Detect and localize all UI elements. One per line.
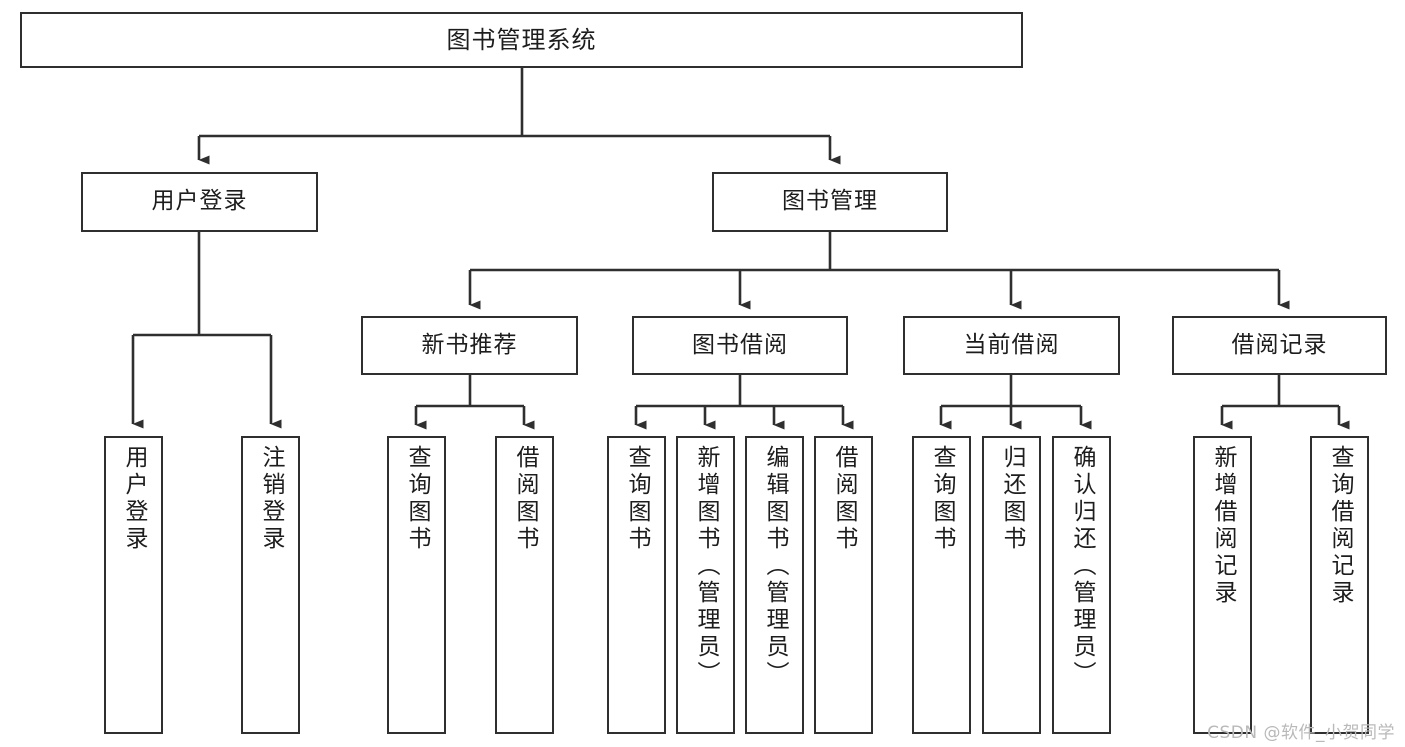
leaf-query-book-2[interactable]: 查询图书 — [607, 436, 666, 734]
leaf-add-book-label: 新增图书（管理员） — [693, 445, 719, 688]
leaf-edit-book-label: 编辑图书（管理员） — [762, 445, 788, 688]
node-book-borrow-label: 图书借阅 — [692, 331, 788, 358]
leaf-query-record-label: 查询借阅记录 — [1327, 445, 1353, 607]
leaf-add-record[interactable]: 新增借阅记录 — [1193, 436, 1252, 734]
node-new-book-recommend-label: 新书推荐 — [421, 331, 518, 358]
leaf-borrow-book-1[interactable]: 借阅图书 — [495, 436, 554, 734]
leaf-query-book-1[interactable]: 查询图书 — [387, 436, 446, 734]
leaf-query-record[interactable]: 查询借阅记录 — [1310, 436, 1369, 734]
leaf-confirm-return[interactable]: 确认归还（管理员） — [1052, 436, 1111, 734]
leaf-query-book-3[interactable]: 查询图书 — [912, 436, 971, 734]
node-book-borrow[interactable]: 图书借阅 — [632, 316, 848, 375]
leaf-borrow-book-2[interactable]: 借阅图书 — [814, 436, 873, 734]
node-book-manage-label: 图书管理 — [782, 188, 878, 215]
node-borrow-record[interactable]: 借阅记录 — [1172, 316, 1387, 375]
leaf-query-book-3-label: 查询图书 — [929, 445, 955, 553]
leaf-add-book[interactable]: 新增图书（管理员） — [676, 436, 735, 734]
leaf-return-book[interactable]: 归还图书 — [982, 436, 1041, 734]
node-root-label: 图书管理系统 — [446, 25, 597, 54]
leaf-borrow-book-1-label: 借阅图书 — [512, 445, 538, 553]
leaf-confirm-return-label: 确认归还（管理员） — [1069, 445, 1095, 688]
node-book-manage[interactable]: 图书管理 — [712, 172, 948, 232]
leaf-add-record-label: 新增借阅记录 — [1210, 445, 1236, 607]
node-root[interactable]: 图书管理系统 — [20, 12, 1023, 68]
leaf-borrow-book-2-label: 借阅图书 — [831, 445, 857, 553]
leaf-query-book-2-label: 查询图书 — [624, 445, 650, 553]
leaf-logout[interactable]: 注销登录 — [241, 436, 300, 734]
node-user-login-label: 用户登录 — [151, 188, 248, 215]
leaf-login-label: 用户登录 — [121, 445, 147, 553]
leaf-query-book-1-label: 查询图书 — [404, 445, 430, 553]
leaf-login[interactable]: 用户登录 — [104, 436, 163, 734]
node-new-book-recommend[interactable]: 新书推荐 — [361, 316, 578, 375]
leaf-logout-label: 注销登录 — [258, 445, 284, 553]
node-current-borrow[interactable]: 当前借阅 — [903, 316, 1120, 375]
leaf-edit-book[interactable]: 编辑图书（管理员） — [745, 436, 804, 734]
node-borrow-record-label: 借阅记录 — [1231, 331, 1328, 358]
watermark: CSDN @软件_小贺同学 — [1207, 723, 1395, 743]
node-user-login[interactable]: 用户登录 — [81, 172, 318, 232]
leaf-return-book-label: 归还图书 — [999, 445, 1025, 553]
node-current-borrow-label: 当前借阅 — [963, 331, 1060, 358]
